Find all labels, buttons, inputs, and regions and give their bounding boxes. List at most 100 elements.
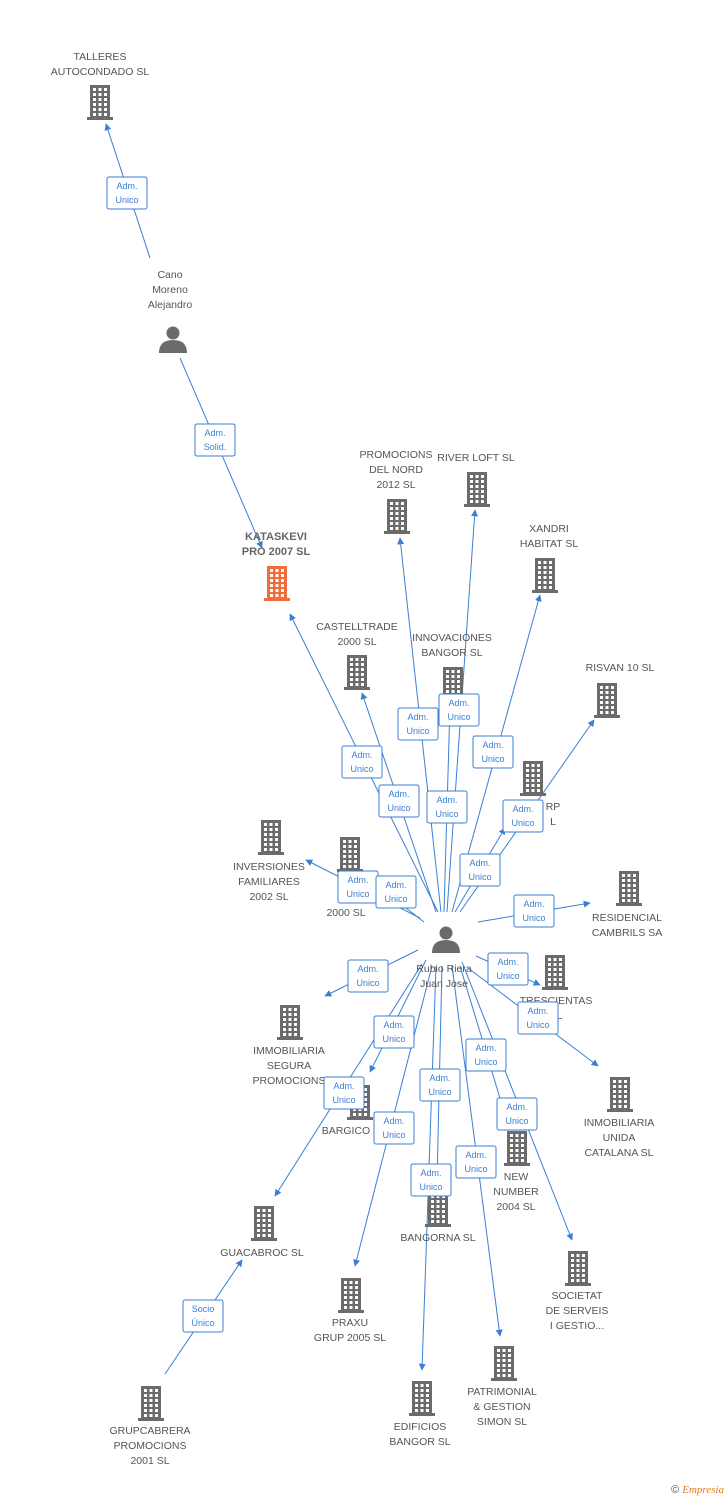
relation-label-text: Adm. bbox=[506, 1102, 527, 1112]
relation-label-text: Unico bbox=[387, 803, 410, 813]
person-icon bbox=[432, 926, 460, 953]
node-label: AUTOCONDADO SL bbox=[51, 66, 150, 78]
relation-label-box bbox=[426, 790, 468, 824]
relation-label-rubio-bargico[interactable]: Adm.Unico bbox=[373, 1015, 415, 1049]
node-label: KATASKEVI bbox=[245, 531, 307, 543]
node-label: EDIFICIOS bbox=[394, 1421, 447, 1433]
relation-label-text: Adm. bbox=[475, 1043, 496, 1053]
relation-label-rubio-residencial[interactable]: Adm.Unico bbox=[513, 894, 555, 928]
relation-label-text: Unico bbox=[464, 1164, 487, 1174]
node-label: 2000 SL bbox=[326, 907, 365, 919]
relation-label-rubio-immobiliaria[interactable]: Adm.Unico bbox=[347, 959, 389, 993]
relation-label-rubio-bangorna[interactable]: Adm.Unico bbox=[419, 1068, 461, 1102]
node-label: INVERSIONES bbox=[233, 861, 305, 873]
node-bangorna[interactable]: BANGORNA SL bbox=[400, 1192, 476, 1244]
relation-label-rubio-corp[interactable]: Adm.Unico bbox=[459, 853, 501, 887]
relation-label-text: Solid. bbox=[204, 442, 227, 452]
relation-label-text: Adm. bbox=[436, 795, 457, 805]
node-corp[interactable]: RPL bbox=[520, 761, 560, 828]
relation-label-box bbox=[106, 176, 148, 210]
relation-label-rubio-castelltrade[interactable]: Adm.Unico bbox=[378, 784, 420, 818]
relation-label-text: Adm. bbox=[482, 740, 503, 750]
relation-label-cano-kataskevi[interactable]: Adm.Solid. bbox=[194, 423, 236, 457]
relation-label-rubio-patrimonial[interactable]: Adm.Unico bbox=[455, 1145, 497, 1179]
node-label: UNIDA bbox=[603, 1132, 636, 1144]
node-label: GRUPCABRERA bbox=[109, 1425, 190, 1437]
node-label: NEW bbox=[504, 1171, 529, 1183]
node-label: RIVER LOFT SL bbox=[437, 452, 515, 464]
relation-label-text: Unico bbox=[356, 978, 379, 988]
relation-label-text: Unico bbox=[332, 1095, 355, 1105]
relation-label-rubio-riverloft[interactable]: Adm.Unico bbox=[438, 693, 480, 727]
relation-label-text: Adm. bbox=[383, 1020, 404, 1030]
relation-label-text: Unico bbox=[505, 1116, 528, 1126]
relation-label-rubio-innovaciones[interactable]: Adm.Unico bbox=[426, 790, 468, 824]
node-label: CAMBRILS SA bbox=[592, 927, 663, 939]
node-label: INMOBILIARIA bbox=[584, 1117, 655, 1129]
relation-label-rubio-xandri[interactable]: Adm.Unico bbox=[472, 735, 514, 769]
relation-label-box bbox=[455, 1145, 497, 1179]
node-guacabroc[interactable]: GUACABROC SL bbox=[220, 1206, 304, 1259]
relation-label-rubio-promnord[interactable]: Adm.Unico bbox=[397, 707, 439, 741]
relation-label-rubio-risvan[interactable]: Adm.Unico bbox=[502, 799, 544, 833]
relation-label-rubio-trescientas[interactable]: Adm.Unico bbox=[487, 952, 529, 986]
relation-label-text: Unico bbox=[406, 726, 429, 736]
relation-label-rubio-societat[interactable]: Adm. Unico bbox=[496, 1097, 538, 1131]
building-icon bbox=[565, 1251, 591, 1286]
relation-label-box bbox=[182, 1299, 224, 1333]
relation-label-rubio-newnumber[interactable]: Adm.Unico bbox=[465, 1038, 507, 1072]
relation-label-text: Unico bbox=[526, 1020, 549, 1030]
relation-label-box bbox=[373, 1111, 415, 1145]
node-riverloft[interactable]: RIVER LOFT SL bbox=[437, 452, 515, 507]
node-label: RISVAN 10 SL bbox=[586, 662, 655, 674]
relation-label-rubio-guacabroc[interactable]: Adm.Unico bbox=[323, 1076, 365, 1110]
building-icon bbox=[87, 85, 113, 120]
node-label: Moreno bbox=[152, 284, 188, 296]
brand-logo-text: Empresia bbox=[682, 1484, 724, 1496]
node-label: Juan Jose bbox=[420, 978, 468, 990]
building-icon bbox=[264, 566, 290, 601]
relation-label-rubio-inversiones[interactable]: Adm.Unico bbox=[337, 870, 379, 904]
building-icon bbox=[251, 1206, 277, 1241]
relation-label-rubio-kataskevi[interactable]: Adm.Unico bbox=[341, 745, 383, 779]
relation-label-rubio-praxu[interactable]: Adm.Unico bbox=[373, 1111, 415, 1145]
node-label: L bbox=[550, 816, 556, 828]
building-icon bbox=[338, 1278, 364, 1313]
relation-label-text: Adm. bbox=[523, 899, 544, 909]
building-icon bbox=[542, 955, 568, 990]
relation-label-rubio-sc2000[interactable]: Adm.Unico bbox=[375, 875, 417, 909]
node-risvan[interactable]: RISVAN 10 SL bbox=[586, 662, 655, 718]
node-label: Rubio Riera bbox=[416, 963, 472, 975]
building-icon bbox=[607, 1077, 633, 1112]
relation-label-rubio-edificios[interactable]: Adm.Unico bbox=[410, 1163, 452, 1197]
building-icon bbox=[258, 820, 284, 855]
node-label: 2012 SL bbox=[376, 479, 415, 491]
relation-label-box bbox=[502, 799, 544, 833]
footer-copyright: © Empresia bbox=[671, 1484, 724, 1496]
relation-label-box bbox=[378, 784, 420, 818]
relation-label-cano-talleres[interactable]: Adm.Unico bbox=[106, 176, 148, 210]
relation-label-text: Adm. bbox=[497, 957, 518, 967]
relation-label-rubio-inmobiliaria_unida[interactable]: Adm.Unico bbox=[517, 1001, 559, 1035]
relation-label-text: Unico bbox=[382, 1130, 405, 1140]
node-trescientas[interactable]: TRESCIENTASSL bbox=[520, 955, 593, 1022]
